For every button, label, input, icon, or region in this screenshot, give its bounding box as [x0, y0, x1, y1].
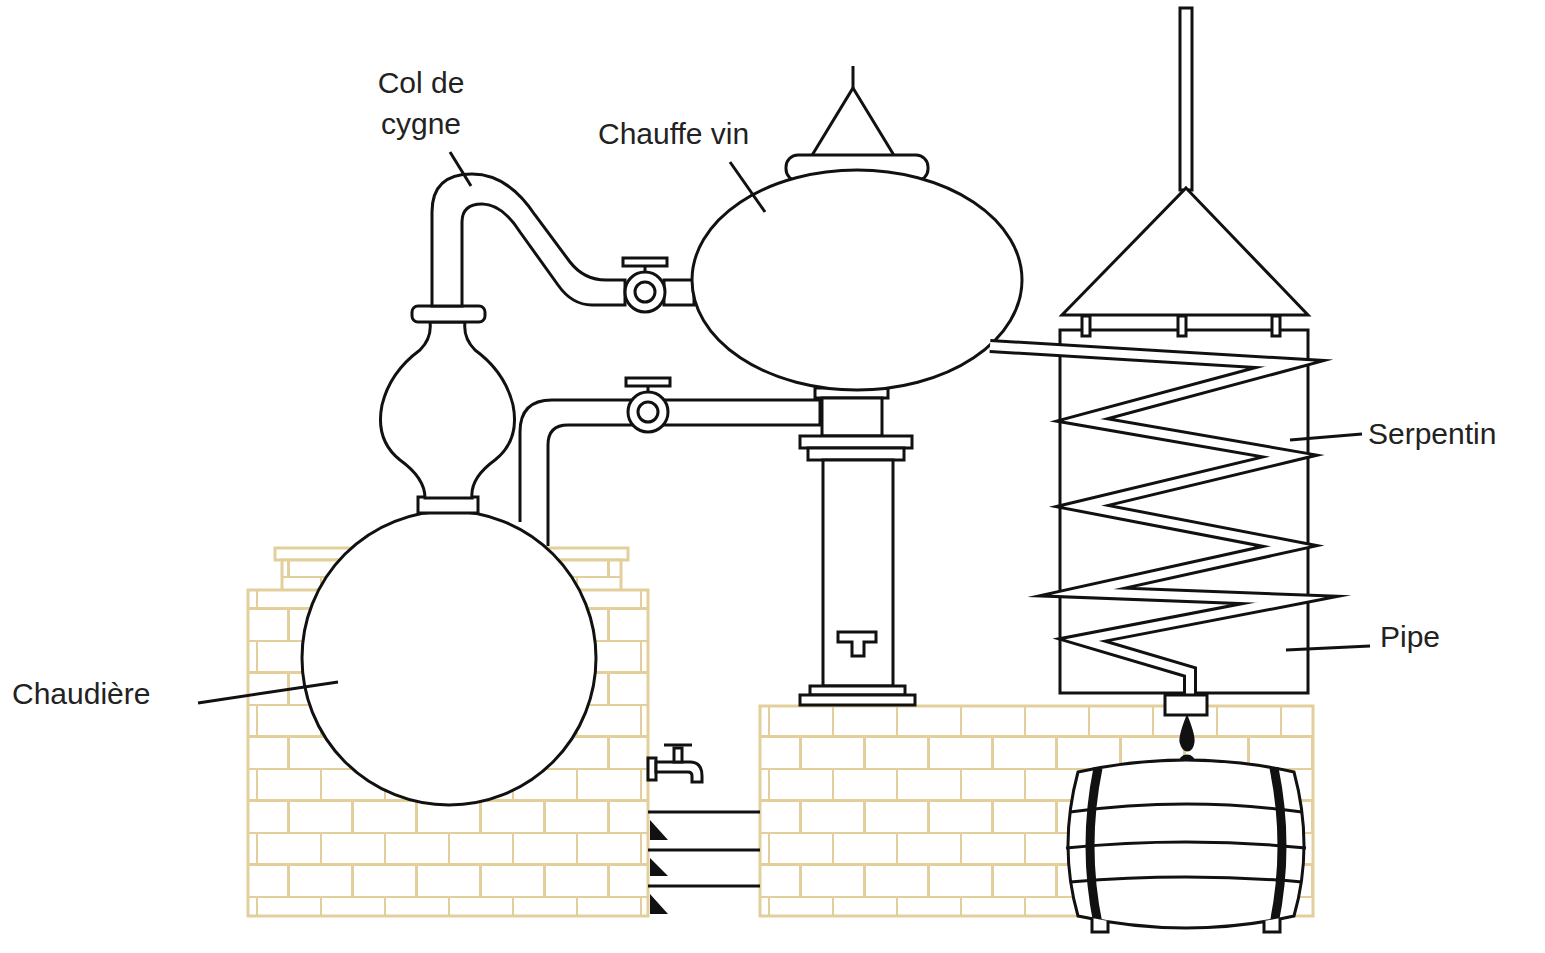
leader-line: [198, 682, 338, 703]
coil: [990, 346, 1290, 700]
water-tap: [674, 748, 682, 762]
wine-heater-column: [800, 695, 915, 705]
valve: [623, 258, 670, 432]
condenser-tank: [1082, 316, 1090, 336]
return-pipe: [520, 400, 820, 546]
furnace-pipes: [648, 885, 760, 888]
leader-line: [1286, 646, 1370, 650]
wine-heater: [692, 170, 1022, 390]
boiler: [302, 511, 596, 805]
boiler: [302, 511, 596, 805]
leader-line: [198, 152, 1370, 703]
water-tap: [664, 744, 692, 747]
wine-heater-column: [800, 436, 912, 448]
outlet-drops: [1165, 695, 1207, 715]
valve: [626, 378, 670, 386]
valve: [623, 258, 667, 266]
barrel: [1090, 768, 1282, 924]
leader-line: [1290, 434, 1362, 440]
valve: [625, 272, 665, 312]
wine-heater-column: [800, 388, 915, 705]
condenser-tank: [1062, 188, 1308, 315]
wine-heater: [811, 88, 895, 157]
part-label: Col de cygne: [355, 62, 487, 144]
part-label: Serpentin: [1368, 413, 1496, 454]
wine-heater-column: [838, 632, 876, 656]
helmet: [380, 322, 514, 498]
wine-heater: [692, 66, 1022, 390]
swan-neck-pipe: [664, 280, 694, 305]
barrel: [1066, 760, 1306, 932]
wine-heater-column: [823, 460, 893, 686]
coil: [990, 346, 1290, 700]
water-tap: [656, 762, 702, 782]
furnace-pipes: [648, 849, 760, 852]
part-label: Chaudière: [12, 673, 150, 714]
water-tap: [648, 745, 702, 782]
valve: [628, 392, 668, 432]
valve: [638, 402, 658, 422]
helmet: [380, 306, 514, 513]
leader-line: [450, 152, 471, 186]
condenser-tank: [1272, 316, 1280, 336]
part-label: Pipe: [1380, 616, 1440, 657]
valve: [635, 282, 655, 302]
part-label: Chauffe vin: [598, 113, 749, 154]
condenser-tank: [1180, 8, 1192, 190]
swan-neck-pipe: [432, 174, 694, 306]
return-pipe: [520, 400, 820, 546]
furnace-pipes: [650, 820, 668, 914]
barrel: [1092, 918, 1280, 932]
furnace-pipes: [648, 811, 760, 814]
barrel: [1066, 804, 1306, 882]
condenser-tank: [1178, 316, 1186, 336]
wine-heater: [852, 66, 855, 88]
outlet-drops: [1181, 718, 1193, 750]
furnace-pipes: [648, 812, 760, 914]
wine-heater-column: [822, 398, 882, 436]
helmet: [412, 306, 485, 322]
coil: [990, 346, 1290, 700]
leader-line: [730, 162, 765, 212]
wine-heater-column: [808, 448, 904, 460]
swan-neck-pipe: [432, 174, 625, 306]
